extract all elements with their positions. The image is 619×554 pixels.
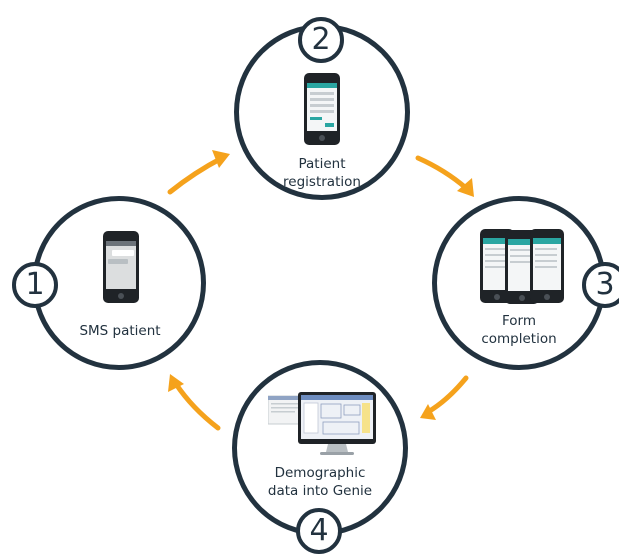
step-1-number-badge: 1 <box>12 262 58 308</box>
arrow-1-to-2 <box>167 150 230 195</box>
arrow-2-to-3 <box>415 155 474 197</box>
step-4-label: Demographic data into Genie <box>267 465 373 499</box>
sms-phone-icon <box>103 231 139 303</box>
step-3-number-badge: 3 <box>582 262 619 308</box>
registration-phone-icon <box>304 73 340 145</box>
form-phones-icon <box>480 229 564 304</box>
arrow-3-to-4 <box>420 375 469 420</box>
step-3-number: 3 <box>595 267 615 302</box>
step-3-label: Form completion <box>481 313 557 347</box>
step-4-number-badge: 4 <box>296 508 342 554</box>
step-4-circle <box>232 360 408 536</box>
step-2-number-badge: 2 <box>298 17 344 63</box>
step-2-number: 2 <box>311 22 331 57</box>
arrow-4-to-1 <box>168 374 221 431</box>
step-4-number: 4 <box>309 513 329 548</box>
step-1-label: SMS patient <box>79 323 161 339</box>
step-1-number: 1 <box>25 267 45 302</box>
desktop-monitor-icon <box>268 392 376 455</box>
step-2-label: Patient registration <box>283 156 361 190</box>
